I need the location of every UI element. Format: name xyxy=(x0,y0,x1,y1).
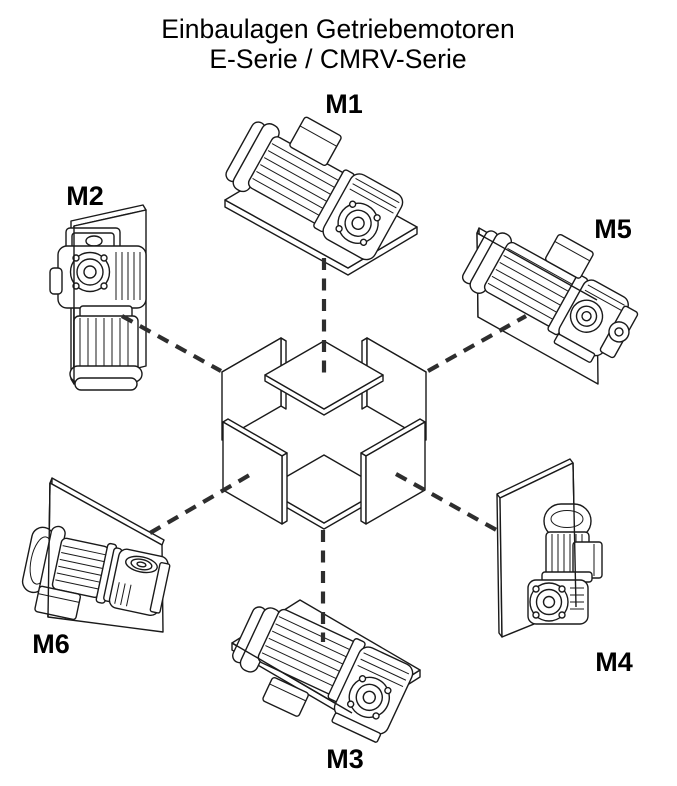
plate-edge xyxy=(476,232,598,301)
cooling-fins xyxy=(55,545,106,590)
panel-face xyxy=(222,421,283,525)
side-flange xyxy=(149,562,171,614)
terminal-box xyxy=(544,233,594,279)
position-label-m5: M5 xyxy=(594,214,632,244)
terminal-box xyxy=(289,116,342,167)
cooling-fins xyxy=(551,534,583,574)
terminal-box xyxy=(262,677,309,717)
panel-face xyxy=(221,337,282,441)
output-shaft-icon xyxy=(614,327,624,337)
cube-panel-lower-right xyxy=(360,418,426,525)
position-label-m3: M3 xyxy=(326,744,364,774)
cooling-fins xyxy=(252,143,344,219)
mounting-feet xyxy=(553,333,596,363)
gearbox-face-icon xyxy=(581,311,592,322)
position-label-m6: M6 xyxy=(32,629,70,659)
flange-bolts xyxy=(532,585,566,619)
panel-face xyxy=(366,337,427,441)
axis-line-m5 xyxy=(426,314,528,373)
fan-cover xyxy=(550,510,584,528)
plate-edge-overlays xyxy=(47,226,598,714)
plate-edge xyxy=(231,642,353,714)
gearbox-ribs xyxy=(570,587,584,610)
flange-hole-icon xyxy=(85,235,103,247)
plate-face xyxy=(264,340,384,410)
output-shaft-icon xyxy=(351,216,365,230)
fan-cover xyxy=(74,377,138,391)
input-hub xyxy=(49,267,63,295)
position-label-m1: M1 xyxy=(325,89,363,119)
position-label-m2: M2 xyxy=(66,181,104,211)
position-label-m4: M4 xyxy=(595,647,633,677)
cooling-fins xyxy=(261,616,356,689)
gearbox-ribs xyxy=(114,582,132,607)
cube-panel-upper-right xyxy=(361,337,427,441)
cube-panel-upper-left xyxy=(221,337,287,441)
output-shaft-icon xyxy=(542,595,556,609)
terminal-box-lid xyxy=(38,593,80,603)
mounting-feet xyxy=(331,712,382,743)
gearmotor-m1-illustration xyxy=(225,116,404,261)
cooling-fins xyxy=(79,318,129,370)
panel-thickness xyxy=(281,452,288,525)
gearbox-ribs xyxy=(357,652,410,688)
flange-bolts xyxy=(346,675,392,720)
center-cube-structure xyxy=(221,337,427,530)
gearbox-ribs xyxy=(584,284,625,311)
output-shaft-icon xyxy=(83,265,97,279)
cube-panel-lower-left xyxy=(222,418,288,525)
flange-bolts xyxy=(335,200,381,246)
gearmotor-m2-illustration xyxy=(49,227,147,391)
terminal-box xyxy=(34,585,82,621)
gearmotor-m3-illustration xyxy=(232,606,414,743)
diagram-title-line1: Einbaulagen Getriebemotoren xyxy=(161,14,515,44)
gearmotor-m6-illustration xyxy=(21,525,171,621)
cooling-fins xyxy=(487,247,578,323)
terminal-box-lid xyxy=(299,125,338,147)
panel-thickness xyxy=(360,452,367,525)
panel-face xyxy=(365,421,426,525)
plate-edge xyxy=(572,462,577,608)
cube-top-plate xyxy=(264,340,384,416)
gearbox-ribs xyxy=(349,177,400,214)
gearmotor-m4-illustration xyxy=(527,503,603,625)
diagram-title-line2: E-Serie / CMRV-Serie xyxy=(209,44,466,74)
plate-edge xyxy=(47,482,51,618)
mounting-axes xyxy=(120,258,528,642)
terminal-box-lid xyxy=(554,241,591,262)
output-shaft-icon xyxy=(136,561,147,568)
gearbox-ribs xyxy=(115,252,141,300)
terminal-box-lid xyxy=(269,683,307,702)
output-shaft-icon xyxy=(362,690,376,705)
